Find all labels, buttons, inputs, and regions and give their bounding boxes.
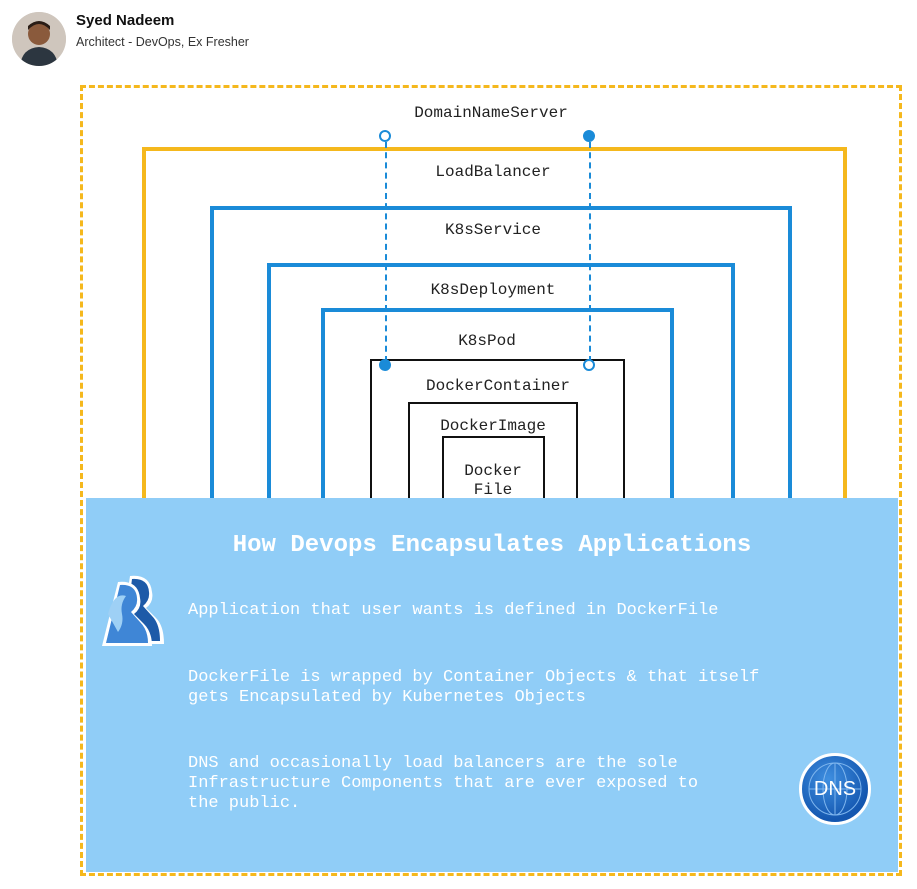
connector-dot-bottom-right [583, 359, 595, 371]
docker-file-label: Docker File [464, 462, 522, 499]
k8s-pod-box [321, 308, 674, 508]
panel-title: How Devops Encapsulates Applications [232, 532, 752, 559]
dns-badge-label: DNS [813, 778, 857, 800]
connector-line-left [385, 142, 387, 362]
connector-dot-top-left [379, 130, 391, 142]
connector-line-right [589, 142, 591, 362]
k8s-deployment-label: K8sDeployment [430, 281, 556, 299]
author-role: Architect - DevOps, Ex Fresher [76, 35, 249, 49]
docker-container-box [370, 359, 625, 509]
docker-image-label: DockerImage [440, 417, 546, 435]
k8s-deployment-box [267, 263, 735, 507]
panel-line-1: Application that user wants is defined i… [188, 601, 719, 620]
k8s-service-box [210, 206, 792, 506]
k8s-pod-label: K8sPod [458, 332, 516, 350]
dns-globe-icon: DNS [799, 753, 871, 825]
dns-boundary [80, 85, 902, 876]
author-header: Syed Nadeem Architect - DevOps, Ex Fresh… [12, 10, 272, 70]
connector-dot-top-right [583, 130, 595, 142]
people-icon [98, 574, 174, 646]
info-panel: How Devops Encapsulates Applications App… [86, 498, 898, 872]
k8s-service-label: K8sService [444, 221, 541, 239]
author-name[interactable]: Syed Nadeem [76, 12, 175, 29]
connector-dot-bottom-left [379, 359, 391, 371]
panel-line-3: DNS and occasionally load balancers are … [188, 754, 699, 813]
load-balancer-box [142, 147, 847, 507]
docker-container-label: DockerContainer [425, 377, 571, 395]
dns-label: DomainNameServer [414, 104, 568, 122]
docker-image-box [408, 402, 578, 508]
avatar[interactable] [12, 12, 66, 66]
load-balancer-label: LoadBalancer [435, 163, 551, 181]
panel-line-2: DockerFile is wrapped by Container Objec… [188, 668, 760, 707]
docker-file-box [442, 436, 545, 508]
